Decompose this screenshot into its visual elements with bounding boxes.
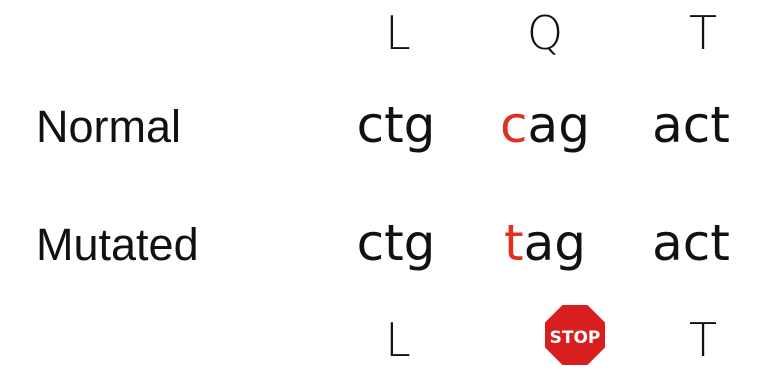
stop-sign-icon: STOP [542,302,608,368]
bottom-aa-1: L [385,313,411,367]
normal-codon-3-rest: act [652,96,730,154]
bottom-aa-3: T [688,313,718,367]
normal-codon-3: act [652,100,730,150]
normal-codon-2-mut: c [500,96,528,154]
normal-codon-2: cag [500,100,590,150]
top-aa-1: L [385,6,411,60]
mutated-codon-1-rest: ctg [356,214,436,272]
stop-sign-text: STOP [550,328,601,348]
normal-codon-1-rest: ctg [356,96,436,154]
mutated-codon-1: ctg [357,218,436,268]
mutated-codon-2-rest: ag [523,214,586,272]
mutated-codon-2: tag [504,218,586,268]
normal-label: Normal [36,101,182,152]
normal-codon-2-rest: ag [527,96,590,154]
mutated-codon-2-mut: t [504,214,524,272]
top-aa-3: T [688,6,718,60]
top-aa-2: Q [526,6,564,60]
mutated-codon-3: act [652,218,730,268]
normal-codon-1: ctg [357,100,436,150]
mutated-label: Mutated [36,219,199,270]
mutated-codon-3-rest: act [652,214,730,272]
